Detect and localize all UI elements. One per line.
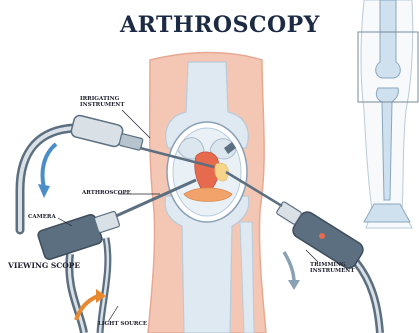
- camera-body: [37, 213, 103, 260]
- foot-small: [364, 204, 410, 222]
- leader-light: [108, 306, 118, 322]
- trimming-button: [319, 233, 325, 239]
- curved-arrow-icon: [284, 252, 294, 282]
- label-arthroscope: ARTHROSCOPE: [82, 190, 131, 196]
- leader-irrigating: [122, 110, 150, 138]
- label-irrigating-instrument: IRRIGATING INSTRUMENT: [80, 96, 124, 108]
- label-viewing-scope: VIEWING SCOPE: [8, 262, 80, 270]
- label-light-source: LIGHT SOURCE: [98, 321, 147, 327]
- trimming-cable: [356, 262, 380, 333]
- irrigating-handle: [70, 114, 124, 147]
- leg-skeleton-inset: [358, 0, 418, 228]
- leader-trimming: [306, 250, 318, 262]
- label-irrigating-line2: INSTRUMENT: [80, 102, 124, 108]
- diagram-title: ARTHROSCOPY: [120, 12, 320, 38]
- curved-arrow-icon: [43, 144, 57, 188]
- arrow-head-icon: [288, 280, 300, 290]
- label-camera: CAMERA: [28, 214, 56, 220]
- label-trimming-line2: INSTRUMENT: [310, 268, 354, 274]
- label-trimming-instrument: TRIMMING INSTRUMENT: [310, 262, 354, 274]
- arrow-head-icon: [38, 184, 50, 198]
